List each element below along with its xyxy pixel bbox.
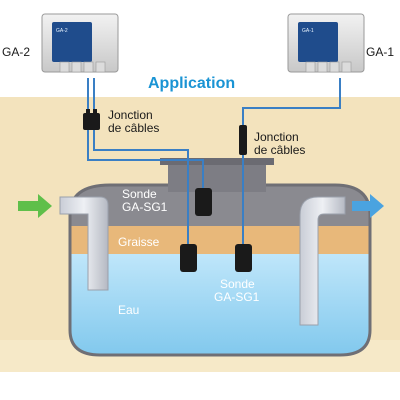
cable-ga2-probe-top <box>87 130 204 190</box>
cable-ga2 <box>87 78 95 113</box>
junction-left-line1: Jonction <box>108 108 153 122</box>
junction-right-line2: de câbles <box>254 143 305 157</box>
device-ga2: GA-2 <box>41 13 119 73</box>
cable-junction-right <box>239 125 247 155</box>
device-ga1: GA-1 <box>287 13 365 73</box>
device-ga2-tag: GA-2 <box>56 28 68 34</box>
grease-layer <box>70 226 370 256</box>
diagram-title: Application <box>148 75 235 92</box>
cable-ga2-probe-grease <box>93 130 189 248</box>
device-ga1-tag: GA-1 <box>302 28 314 34</box>
tank <box>70 185 370 355</box>
grease-layer-label: Graisse <box>118 235 160 249</box>
probe-grease-left <box>180 244 197 272</box>
outlet-arrow-icon <box>352 194 384 218</box>
cable-ga1 <box>242 78 341 125</box>
device-ga2-label: GA-2 <box>2 45 30 59</box>
probe-bottom-label-line2: GA-SG1 <box>214 290 260 304</box>
junction-right-line1: Jonction <box>254 130 299 144</box>
tank-outline <box>68 183 372 357</box>
cable-junction-left <box>83 109 100 130</box>
inlet-arrow-icon <box>18 194 52 218</box>
probe-grease-right <box>235 244 252 272</box>
probe-top-label-line2: GA-SG1 <box>122 200 168 214</box>
cables <box>87 78 341 248</box>
water-layer <box>70 254 370 355</box>
water-layer-label: Eau <box>118 303 139 317</box>
probe-bottom-label-line1: Sonde <box>220 277 255 291</box>
probe-top-label-line1: Sonde <box>122 187 157 201</box>
tank-access-shaft <box>168 162 266 192</box>
outlet-pipe <box>299 196 346 326</box>
device-ga1-label: GA-1 <box>366 45 394 59</box>
junction-left-line2: de câbles <box>108 121 159 135</box>
inlet-pipe <box>59 196 109 291</box>
tank-access-cover <box>160 158 274 165</box>
probe-top <box>195 188 212 216</box>
